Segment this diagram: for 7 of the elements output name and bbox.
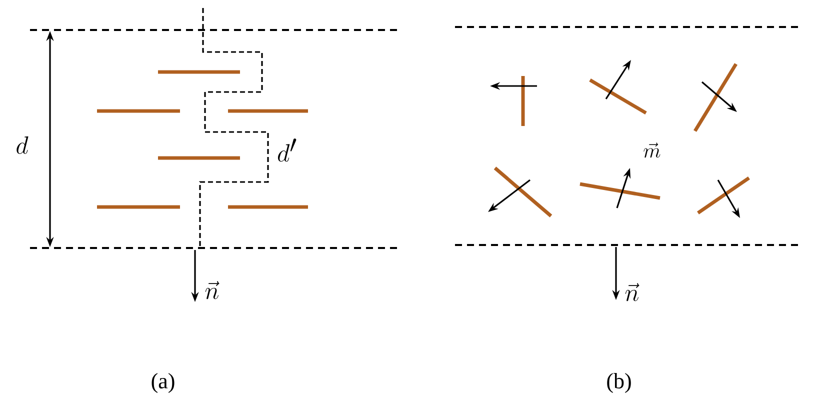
symbol-label: $d'$: [278, 138, 296, 162]
symbol-label: $d$: [16, 136, 28, 154]
vector-label: $\vec{m}$: [644, 142, 660, 158]
vector-label: $\vec{n}$: [205, 281, 220, 300]
panel-label: (b): [607, 373, 631, 393]
vector-label: $\vec{n}$: [625, 283, 640, 302]
panel-label: (a): [152, 373, 174, 393]
